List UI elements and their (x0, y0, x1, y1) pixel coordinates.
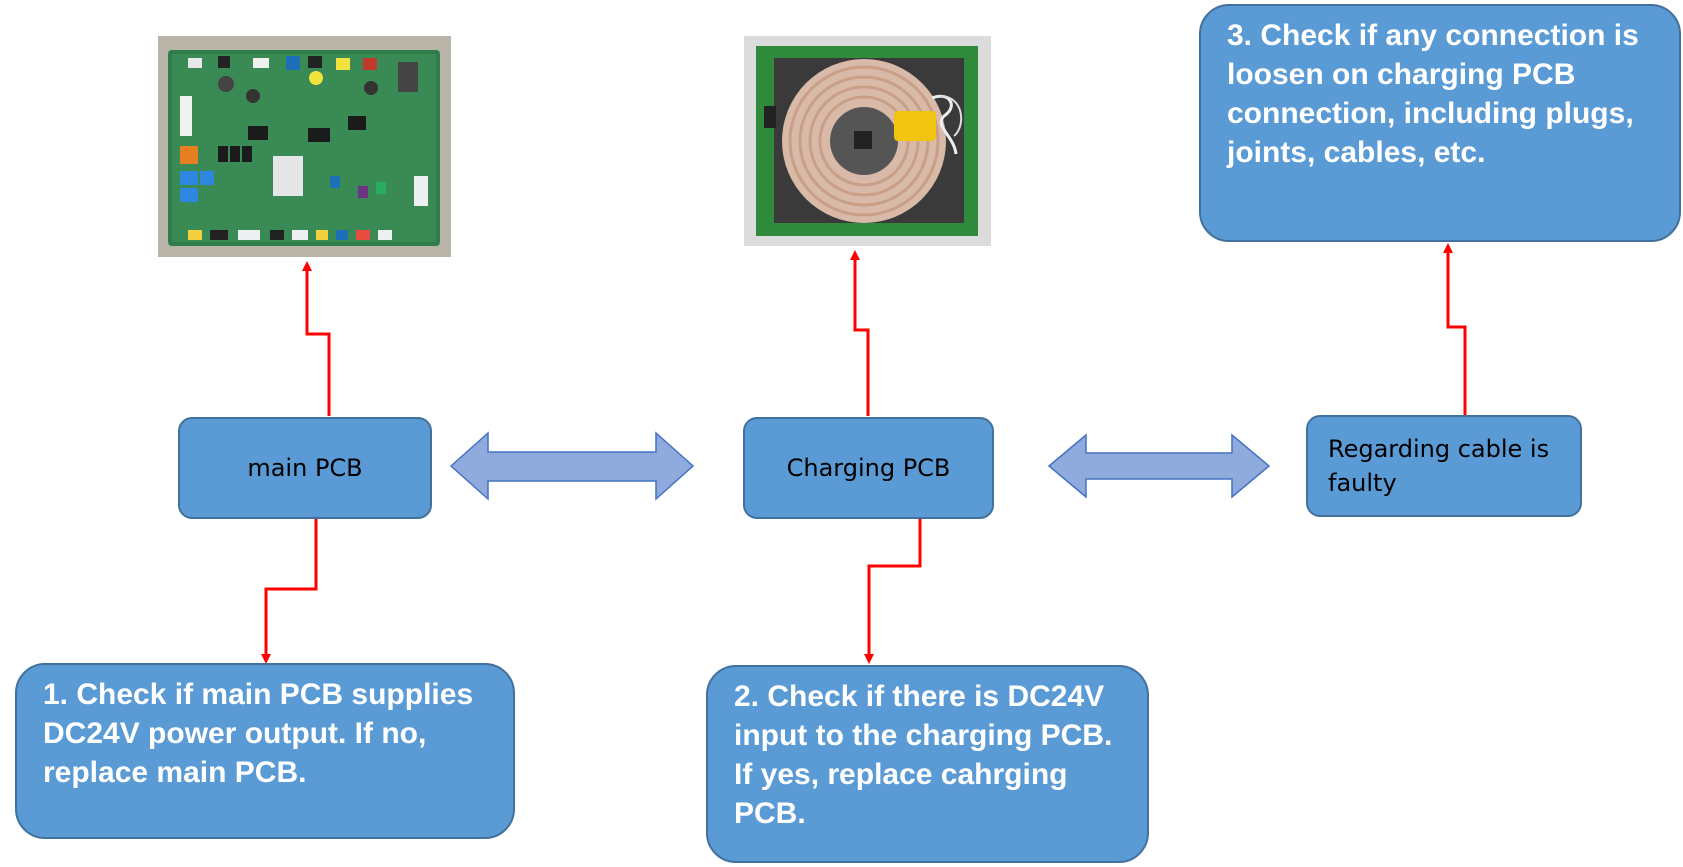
main-pcb-photo (158, 36, 451, 257)
charging-coil-pcb-photo (744, 36, 991, 246)
step2-note: 2. Check if there is DC24V input to the … (706, 665, 1149, 863)
step3-note: 3. Check if any connection is loosen on … (1199, 4, 1681, 242)
step2-text: 2. Check if there is DC24V input to the … (734, 680, 1113, 830)
main-pcb-to-step1-connector (261, 518, 318, 664)
main-pcb-label: main PCB (247, 454, 363, 482)
cable-fault-node: Regarding cable is faulty (1306, 415, 1582, 517)
double-arrow-charging-cable (1047, 433, 1271, 499)
charging-pcb-node: Charging PCB (743, 417, 994, 519)
double-arrow-main-charging (449, 431, 695, 501)
cable-to-step3-connector (1443, 243, 1467, 415)
charging-pcb-label: Charging PCB (786, 454, 951, 482)
step1-note: 1. Check if main PCB supplies DC24V powe… (15, 663, 515, 839)
charging-pcb-to-step2-connector (864, 518, 922, 664)
charging-pcb-to-photo-connector (850, 250, 870, 416)
main-pcb-node: main PCB (178, 417, 432, 519)
step1-text: 1. Check if main PCB supplies DC24V powe… (43, 678, 474, 789)
cable-fault-label: Regarding cable is faulty (1328, 435, 1550, 497)
step3-text: 3. Check if any connection is loosen on … (1227, 19, 1639, 169)
main-pcb-to-photo-connector (302, 261, 331, 416)
